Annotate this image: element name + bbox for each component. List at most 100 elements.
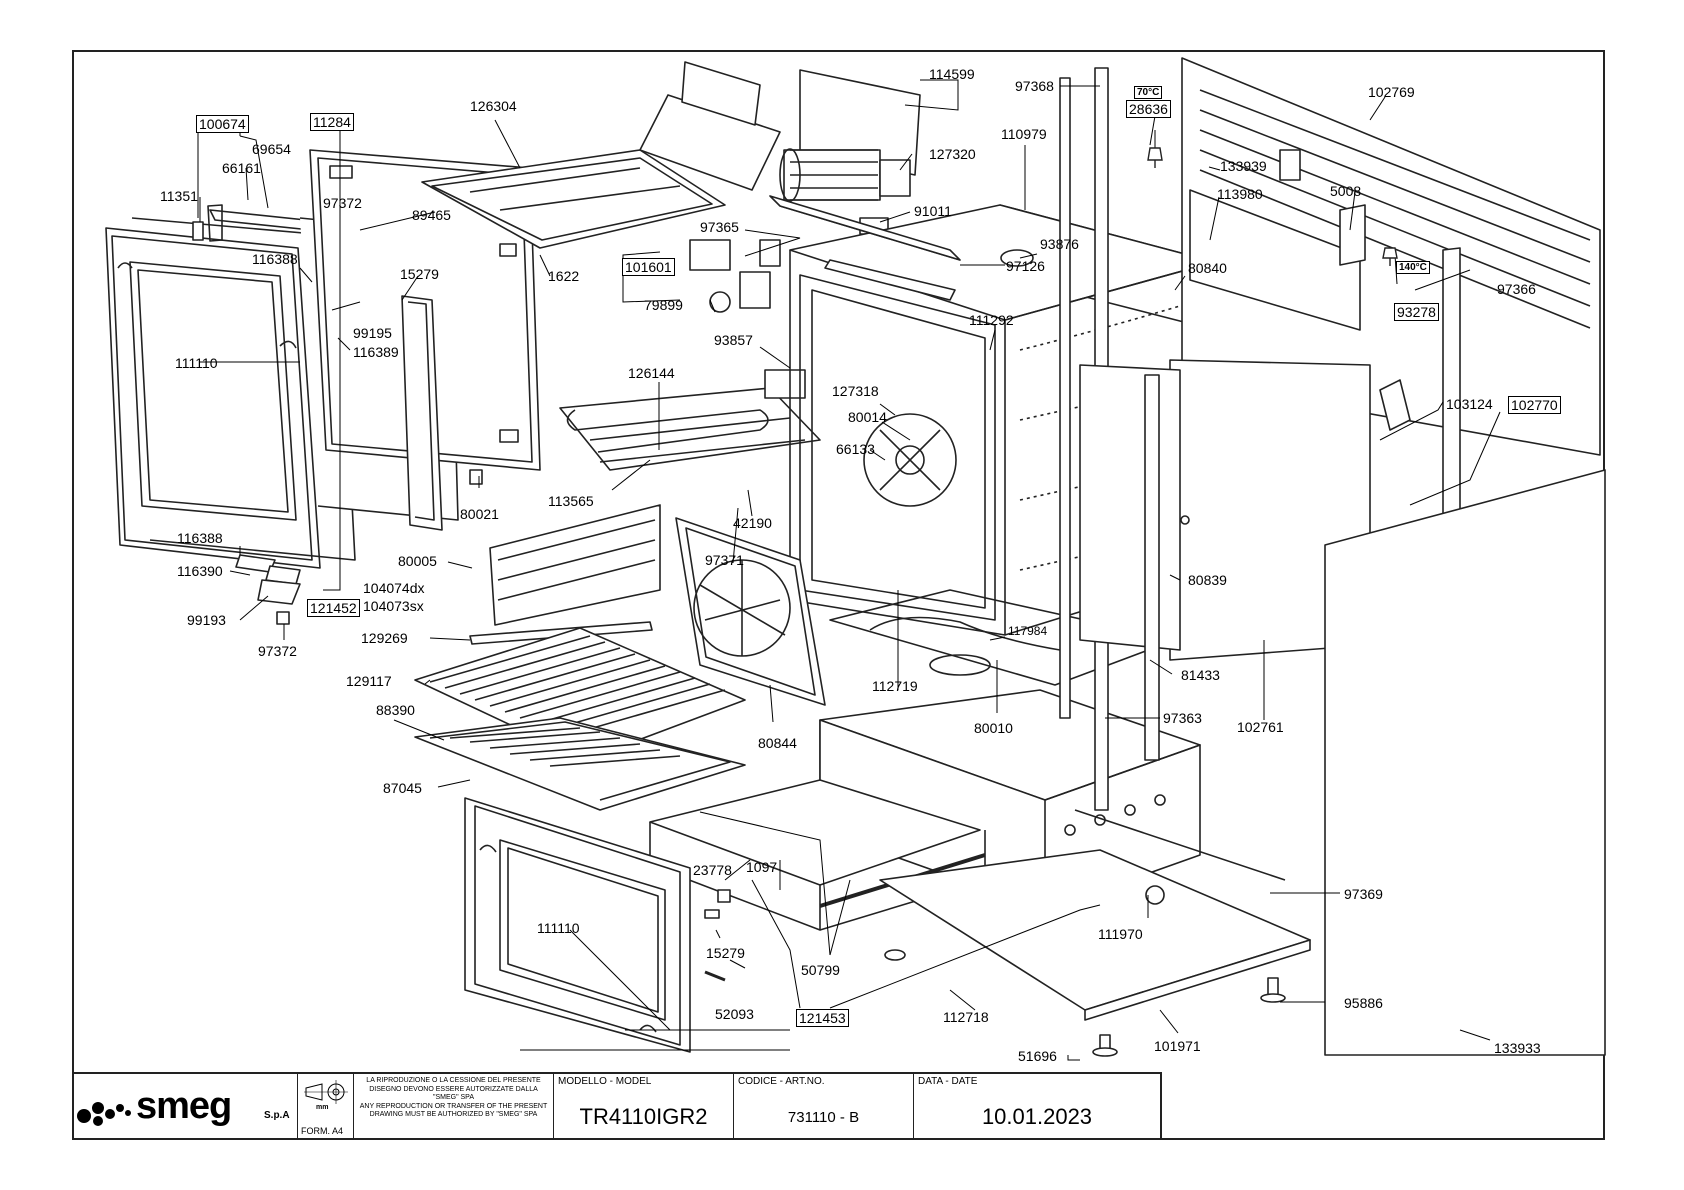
part-label: 15279 [400, 266, 439, 282]
part-label: 51696 [1018, 1048, 1057, 1064]
part-label: 91011 [914, 203, 952, 219]
part-label: 116389 [353, 344, 399, 360]
part-label: 100674 [196, 115, 249, 133]
feet [884, 885, 1286, 1057]
part-label: 129117 [346, 673, 392, 689]
part-label: 97369 [1344, 886, 1383, 902]
part-label: 80844 [758, 735, 797, 751]
part-label: 95886 [1344, 995, 1383, 1011]
part-label: 80839 [1188, 572, 1227, 588]
part-label: 116388 [252, 251, 298, 267]
lower-door [464, 797, 731, 1053]
part-label: 97366 [1497, 281, 1536, 297]
part-label: 114599 [929, 66, 975, 82]
notice-text: LA RIPRODUZIONE O LA CESSIONE DEL PRESEN… [356, 1077, 551, 1120]
brand-logo: smeg [136, 1085, 232, 1127]
part-label: 23778 [693, 862, 732, 878]
part-label: 89465 [412, 207, 451, 223]
part-label: 1097 [746, 859, 778, 875]
part-label: 81433 [1181, 667, 1220, 683]
thermostat-70-icon [1147, 147, 1163, 168]
part-label: 15279 [706, 945, 745, 961]
thermostat-140-icon [1382, 247, 1398, 266]
part-label: 80840 [1188, 260, 1227, 276]
notice-italian: LA RIPRODUZIONE O LA CESSIONE DEL PRESEN… [366, 1077, 541, 1101]
part-label: 133939 [1220, 158, 1267, 174]
part-label: 110979 [1001, 126, 1047, 142]
part-label: 97368 [1015, 78, 1054, 94]
part-label: 121453 [796, 1009, 849, 1027]
part-label: 113980 [1217, 186, 1263, 202]
part-label: 102770 [1508, 396, 1561, 414]
door-assembly [105, 149, 541, 625]
projection-symbol-icon [304, 1080, 348, 1104]
notice-cell: LA RIPRODUZIONE O LA CESSIONE DEL PRESEN… [354, 1074, 554, 1140]
part-label: 112719 [872, 678, 918, 694]
part-label: 66161 [222, 160, 261, 176]
grill-element [559, 369, 821, 471]
part-label: 104073sx [363, 598, 424, 614]
part-label: 127320 [929, 146, 976, 162]
part-label: 97372 [258, 643, 297, 659]
control-components [689, 239, 781, 313]
smeg-logo-dots-icon [77, 1102, 131, 1126]
part-label: 126304 [470, 98, 517, 114]
part-label: 50799 [801, 962, 840, 978]
part-label: 99193 [187, 612, 226, 628]
part-label: 5008 [1330, 183, 1362, 199]
part-label: 113565 [548, 493, 594, 509]
code-value: 731110 - B [787, 1109, 860, 1126]
part-label: 116390 [177, 563, 223, 579]
part-label: 104074dx [363, 580, 425, 596]
back-panels [1059, 57, 1606, 1056]
model-cell: MODELLO - MODEL TR4110IGR2 [554, 1074, 734, 1140]
leader-lines [197, 79, 1501, 1061]
part-label: 93278 [1394, 303, 1439, 321]
part-label: 117984 [1008, 624, 1048, 638]
part-label: 97363 [1163, 710, 1202, 726]
part-label: 126144 [628, 365, 675, 381]
part-label: 103124 [1446, 396, 1493, 412]
part-label: 102769 [1368, 84, 1415, 100]
notice-english: ANY REPRODUCTION OR TRANSFER OF THE PRES… [359, 1102, 548, 1119]
top-cover [421, 61, 781, 249]
part-label: 52093 [715, 1006, 754, 1022]
part-label: 79899 [644, 297, 683, 313]
racks [414, 504, 746, 811]
part-label: 97365 [700, 219, 739, 235]
part-label: 116388 [177, 530, 223, 546]
part-label: 97126 [1006, 258, 1045, 274]
part-label: 99195 [353, 325, 392, 341]
brand-suffix: S.p.A [264, 1110, 290, 1121]
part-label: 93857 [714, 332, 753, 348]
part-label: 111292 [969, 312, 1014, 328]
date-cell: DATA - DATE 10.01.2023 [914, 1074, 1160, 1140]
rear-fan-cover [675, 517, 826, 706]
part-label: 11351 [160, 188, 198, 204]
part-label: 129269 [361, 630, 408, 646]
part-label: 11284 [310, 113, 354, 131]
temperature-label-140: 140°C [1396, 261, 1430, 274]
part-label: 133933 [1494, 1040, 1541, 1056]
format-label: FORM. A4 [301, 1126, 344, 1136]
date-label: DATA - DATE [918, 1076, 978, 1087]
part-label: 80010 [974, 720, 1013, 736]
projection-cell: mm FORM. A4 [298, 1074, 354, 1140]
part-label: 88390 [376, 702, 415, 718]
part-label: 112718 [943, 1009, 989, 1025]
part-label: 101971 [1154, 1038, 1201, 1054]
part-label: 87045 [383, 780, 422, 796]
part-label: 80014 [848, 409, 887, 425]
temperature-label-70: 70°C [1134, 86, 1163, 99]
part-label: 111970 [1098, 926, 1143, 942]
model-value: TR4110IGR2 [579, 1104, 708, 1129]
code-label: CODICE - ART.NO. [738, 1076, 825, 1087]
part-label: 101601 [622, 258, 675, 276]
part-label: 121452 [307, 599, 360, 617]
part-label: 1622 [548, 268, 580, 284]
title-block: smeg S.p.A mm FORM. A4 LA RIPRODUZIONE O… [72, 1072, 1162, 1140]
model-label: MODELLO - MODEL [558, 1076, 652, 1087]
code-cell: CODICE - ART.NO. 731110 - B [734, 1074, 914, 1140]
part-label: 97372 [323, 195, 362, 211]
